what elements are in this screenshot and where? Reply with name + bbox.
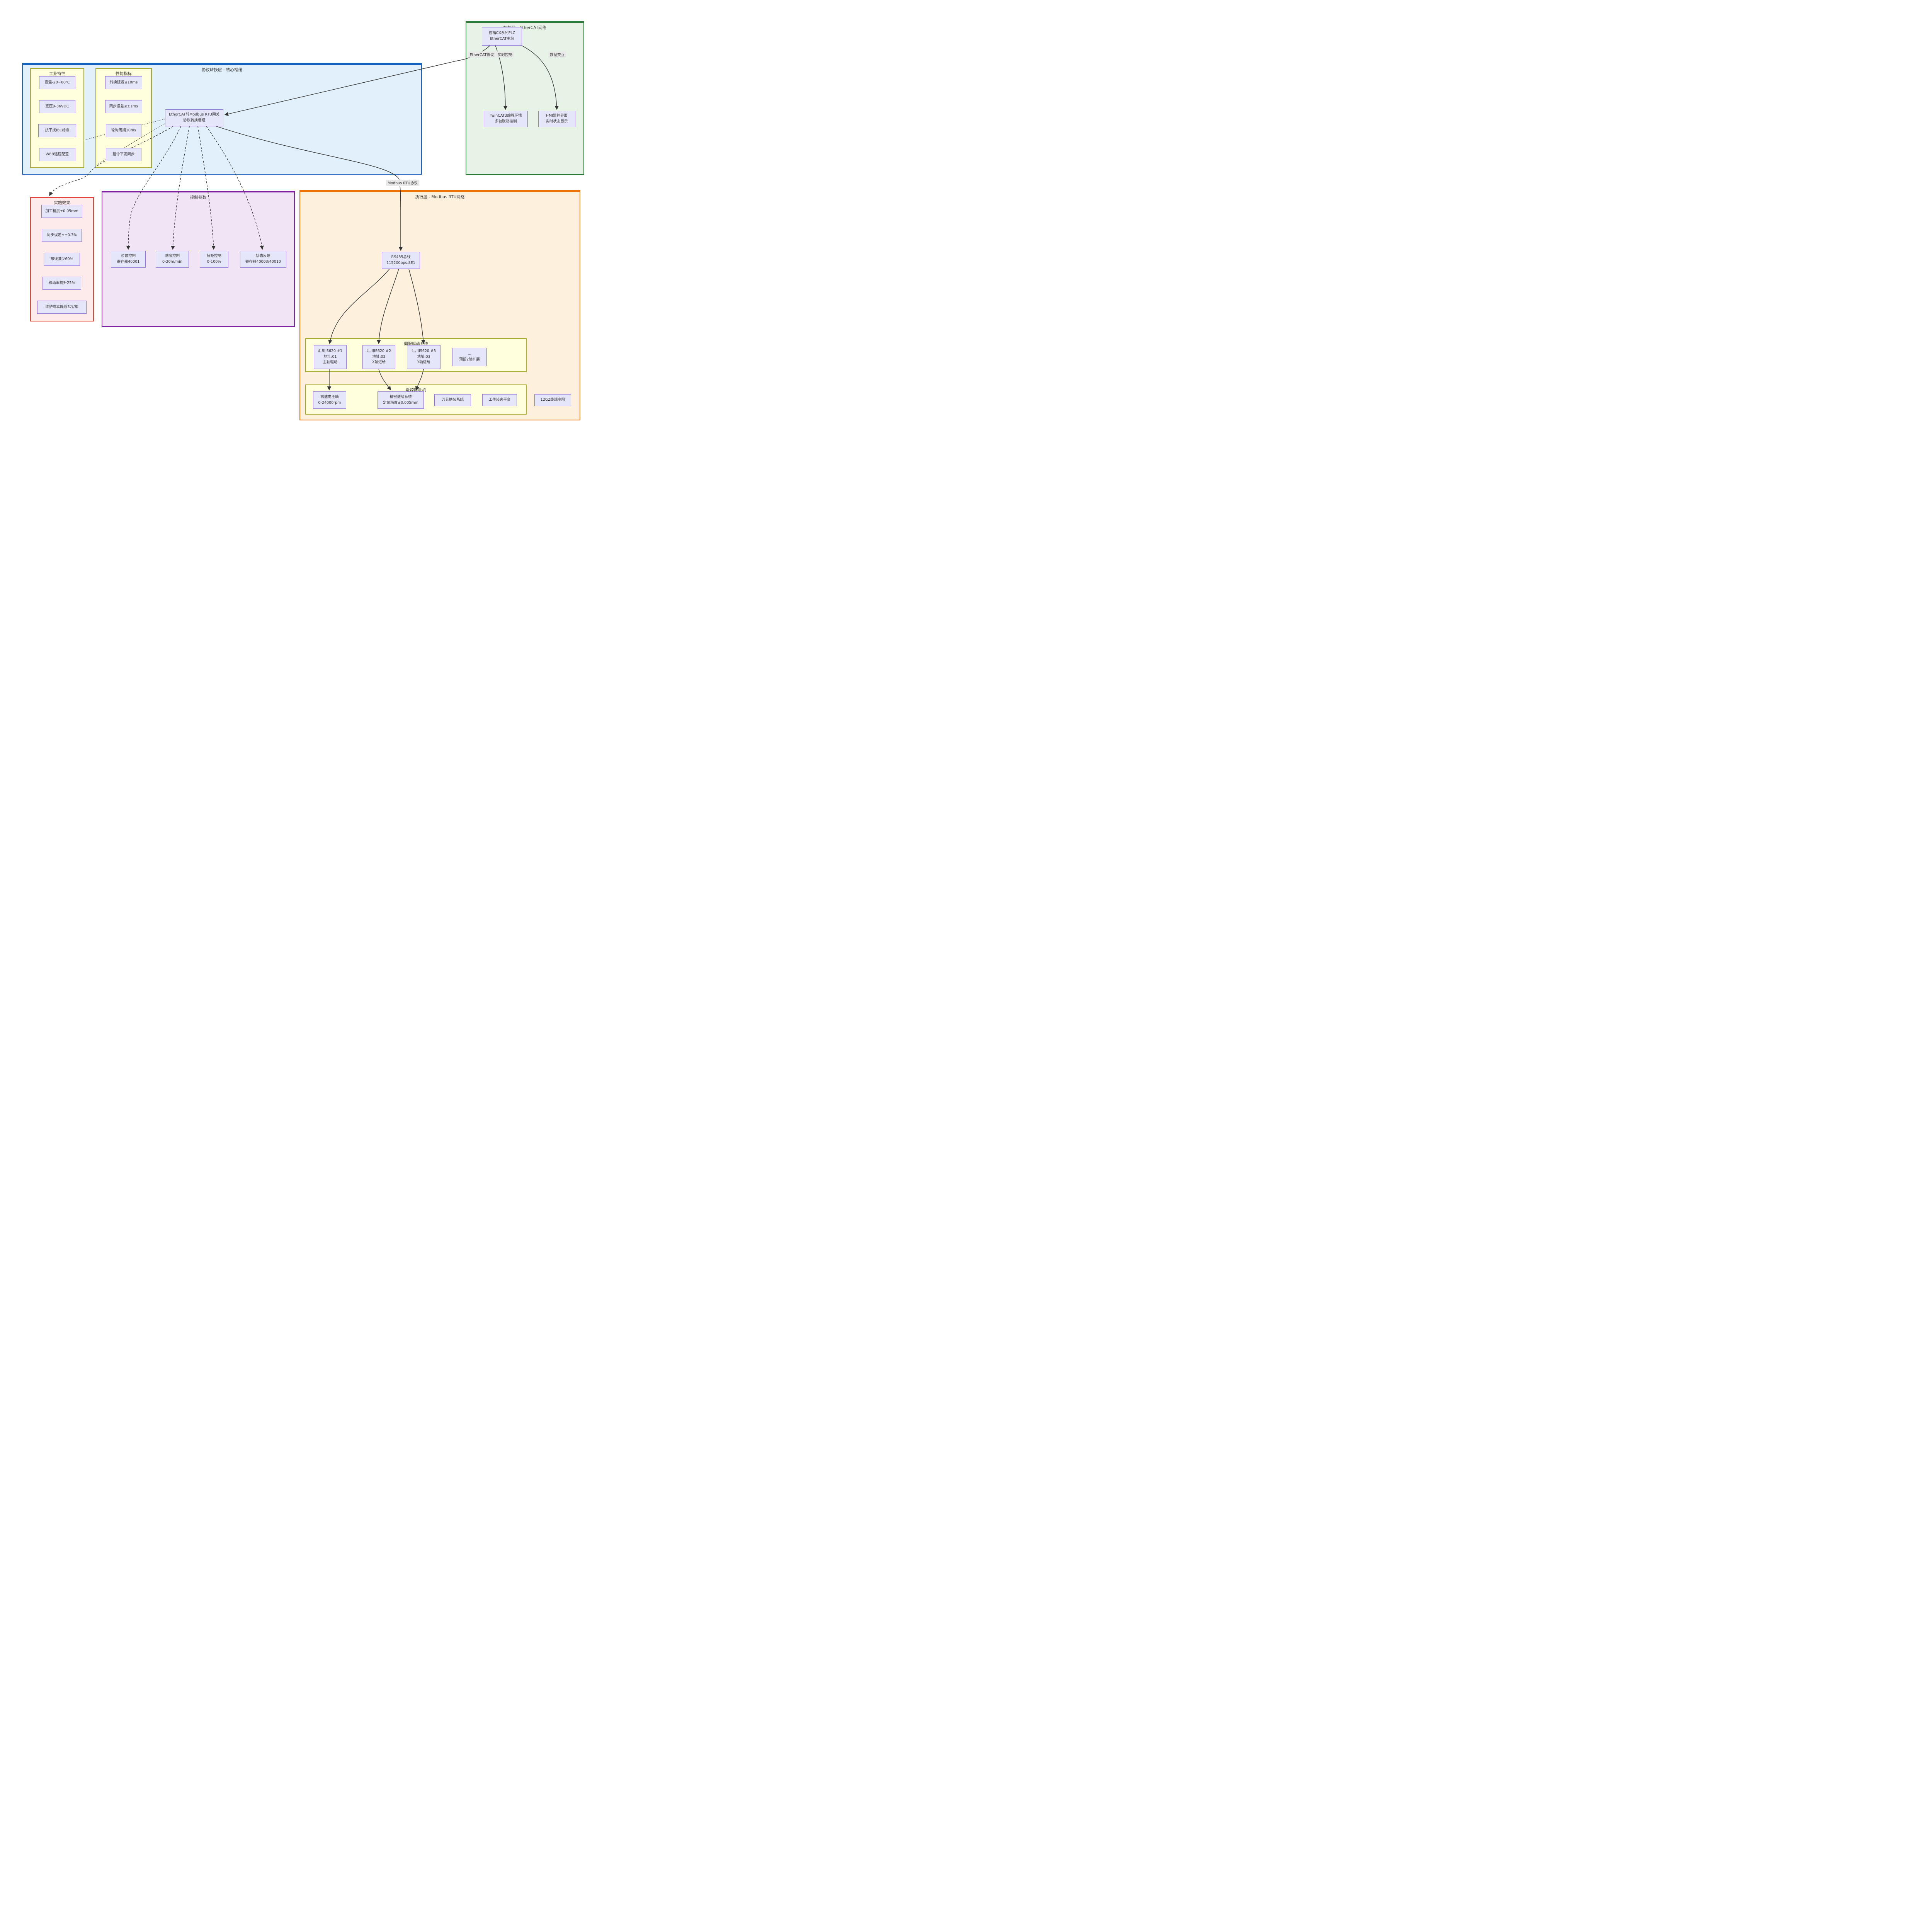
subgraph-performance: 性能指标 — [95, 68, 152, 168]
node-twincat: TwinCAT3编程环境 多轴联动控制 — [484, 111, 528, 127]
edge-gateway-performance — [96, 123, 165, 166]
edge-gateway-param4 — [206, 126, 264, 250]
node-rs485-bus: RS485总线 115200bps,8E1 — [382, 252, 420, 269]
edge-label-ethercat: EtherCAT协议 — [468, 51, 496, 58]
node-plc: 倍福CX系列PLC EtherCAT主站 — [482, 27, 522, 46]
node-servo-reserved: ... 预留2轴扩展 — [452, 348, 487, 366]
subgraph-performance-title: 性能指标 — [116, 71, 132, 76]
edge-label-modbus: Modbus RTU协议 — [386, 180, 419, 186]
edge-gateway-param2 — [171, 126, 190, 250]
subgraph-exec-layer-title: 执行层 - Modbus RTU网络 — [415, 195, 465, 199]
node-gateway: EtherCAT转Modbus RTU网关 协议转换枢纽 — [165, 109, 223, 126]
node-result-maintenance: 维护成本降低3万/年 — [37, 301, 87, 314]
node-industrial-emc: 抗干扰IEC标准 — [38, 124, 76, 137]
edges-layer — [49, 44, 559, 391]
node-param-position: 位置控制 寄存器40001 — [111, 251, 146, 268]
node-param-speed: 速度控制 0-20m/min — [156, 251, 189, 268]
edge-plc-gateway — [224, 45, 490, 116]
node-param-torque: 扭矩控制 0-100% — [200, 251, 228, 268]
edge-servo2-feed — [378, 369, 391, 391]
edge-plc-hmi — [518, 44, 559, 110]
subgraph-control-layer: 控制层 - EtherCAT网络 — [466, 21, 584, 175]
edge-servo3-feed — [415, 369, 424, 391]
edge-label-data-exchange: 数据交互 — [548, 51, 566, 58]
node-hmi: HMI监控界面 实时状态显示 — [538, 111, 575, 127]
subgraph-results-title: 实施效果 — [54, 201, 70, 205]
node-result-utilization: 稼动率提升25% — [43, 277, 81, 290]
edge-label-realtime: 实时控制 — [496, 51, 514, 58]
node-cnc-toolchange: 刀具换装系统 — [434, 394, 471, 406]
node-param-status: 状态反馈 寄存器40003/40010 — [240, 251, 286, 268]
edge-gateway-results — [49, 126, 173, 196]
subgraph-gateway-layer: 协议转换层 - 核心枢纽 — [22, 63, 422, 175]
node-perf-cmd: 指令下发同步 — [106, 148, 141, 161]
node-industrial-temp: 宽温-20~60℃ — [39, 76, 75, 89]
subgraph-industrial-title: 工业特性 — [49, 71, 65, 76]
node-cnc-feed: 精密进给系统 定位精度±0.005mm — [378, 391, 424, 409]
edge-rs485-servo1 — [328, 269, 390, 344]
node-cnc-fixture: 工件装夹平台 — [482, 394, 517, 406]
node-result-accuracy: 加工精度±0.05mm — [41, 205, 82, 218]
node-result-wiring: 布线减少60% — [44, 253, 80, 266]
node-result-sync-error: 同步误差≤±0.3% — [42, 229, 82, 242]
node-perf-delay: 转换延迟≤10ms — [105, 76, 142, 89]
node-cnc-spindle: 高速电主轴 0-24000rpm — [313, 391, 346, 409]
node-terminal-resistor: 120Ω终端电阻 — [534, 394, 571, 406]
edge-gateway-rs485 — [216, 126, 403, 251]
node-servo-3: 汇川IS620 #3 地址:03 Y轴进给 — [407, 345, 440, 369]
node-perf-poll: 轮询周期10ms — [106, 124, 141, 137]
node-industrial-web: WEB远程配置 — [39, 148, 75, 161]
edge-rs485-servo3 — [408, 269, 425, 344]
subgraph-gateway-layer-title: 协议转换层 - 核心枢纽 — [202, 68, 242, 72]
node-servo-2: 汇川IS620 #2 地址:02 X轴进给 — [362, 345, 395, 369]
flowchart-canvas: 协议转换层 - 核心枢纽 控制层 - EtherCAT网络 工业特性 性能指标 … — [0, 0, 611, 446]
node-industrial-voltage: 宽压9-36VDC — [39, 100, 75, 113]
edge-rs485-servo2 — [377, 269, 399, 344]
subgraph-exec-layer: 执行层 - Modbus RTU网络 — [299, 190, 580, 420]
edge-gateway-param3 — [197, 126, 216, 250]
node-perf-sync: 同步误差≤±1ms — [105, 100, 142, 113]
subgraph-params-title: 控制参数 — [190, 195, 206, 200]
node-servo-1: 汇川IS620 #1 地址:01 主轴驱动 — [314, 345, 347, 369]
edge-gateway-industrial — [85, 119, 165, 140]
edge-gateway-param1 — [126, 126, 181, 250]
